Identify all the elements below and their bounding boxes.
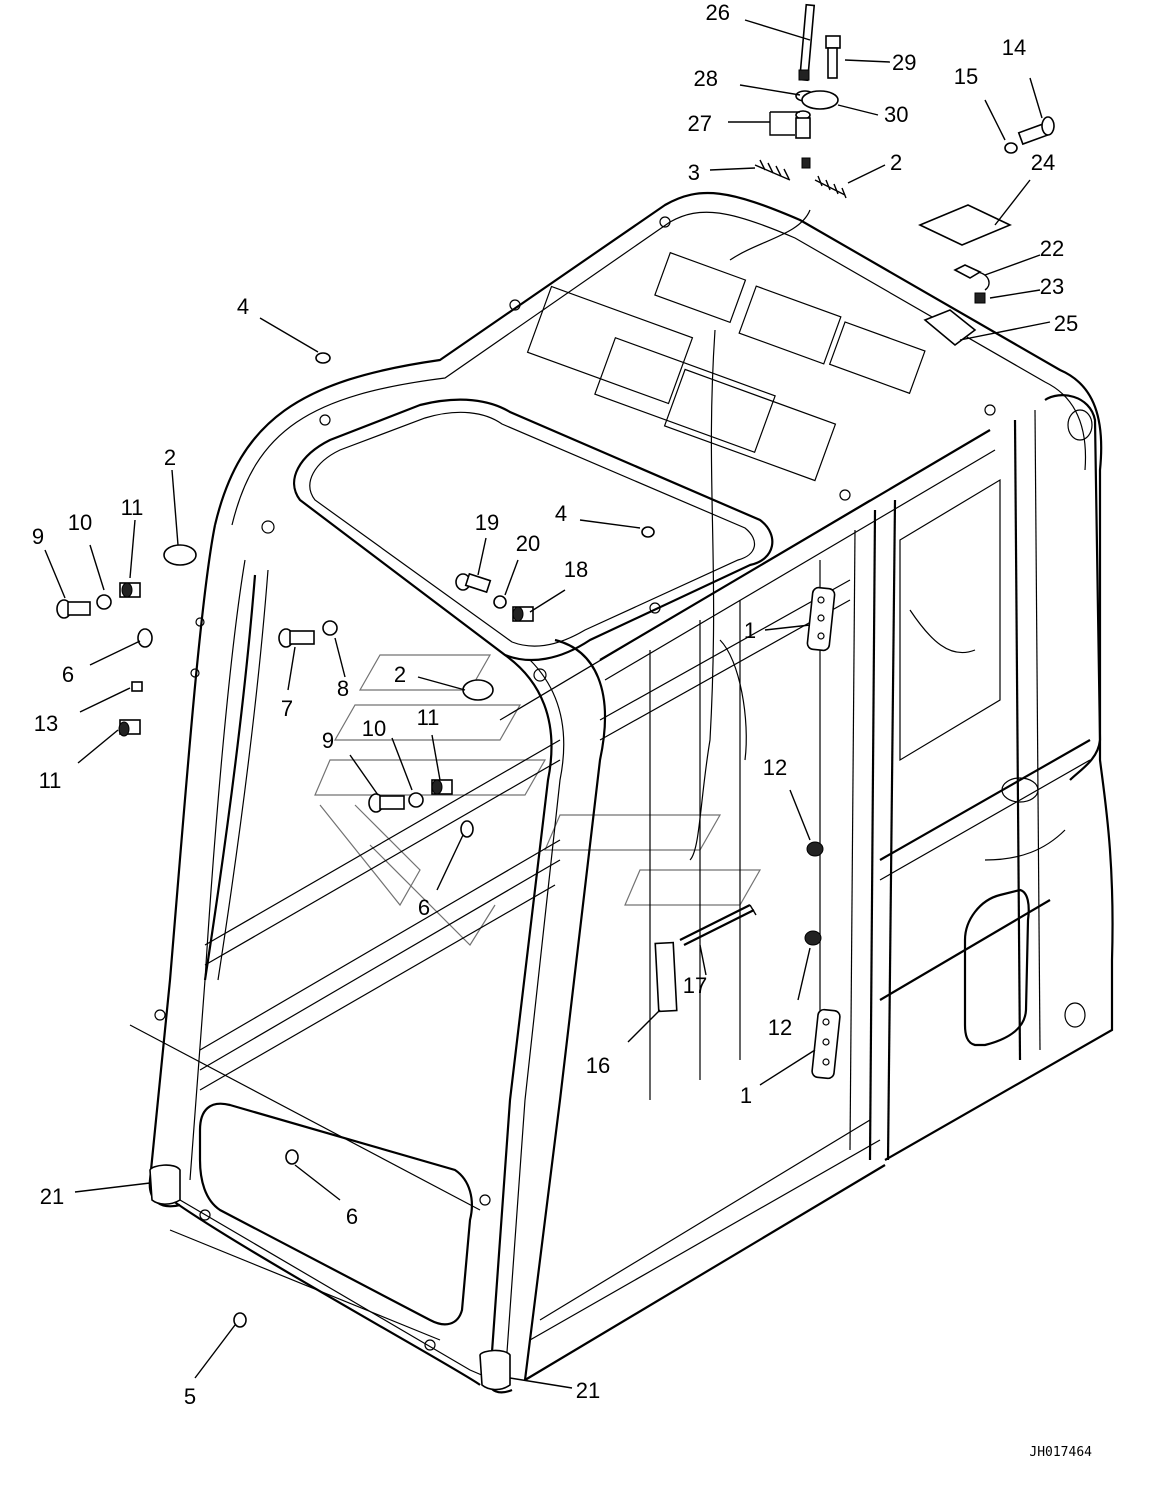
callout-22: 22	[1040, 236, 1064, 261]
callout-11-mid: 11	[417, 705, 440, 730]
callout-29: 29	[892, 50, 916, 75]
part-8-washer	[322, 620, 338, 636]
callout-10-upper: 10	[68, 510, 92, 535]
callout-12-upper: 12	[763, 755, 787, 780]
part-11-nut-c	[431, 779, 453, 795]
callout-labels: 26 29 28 30 27 3 2 14 15 24 22 23 25 4 4…	[32, 0, 1078, 1409]
part-1-hinge-b	[811, 1008, 841, 1080]
part-14-bolt	[1017, 116, 1055, 146]
callout-2-left: 2	[164, 445, 176, 470]
part-16-strip	[654, 941, 678, 1013]
part-5-plug	[233, 1312, 247, 1328]
part-20-washer	[493, 595, 507, 609]
leader-lines	[44, 19, 1051, 1389]
callout-21-right: 21	[576, 1378, 600, 1403]
callout-24: 24	[1031, 150, 1055, 175]
part-4-plug-b	[641, 526, 655, 538]
callout-8: 8	[337, 676, 349, 701]
part-22-connector	[953, 264, 990, 291]
cab-frame-structure	[129, 191, 1114, 1394]
part-10-washer-b	[408, 792, 424, 808]
part-29-bolt	[825, 35, 841, 79]
callout-7: 7	[281, 696, 293, 721]
callout-14: 14	[1002, 35, 1026, 60]
part-11-nut-a	[119, 582, 141, 598]
callout-2-mid: 2	[394, 662, 406, 687]
callout-6-mid: 6	[418, 895, 430, 920]
callout-25: 25	[1054, 311, 1078, 336]
part-18-nut	[512, 606, 534, 622]
part-6-cap-c	[285, 1149, 299, 1165]
callout-20: 20	[516, 531, 540, 556]
part-2-grommet-a	[163, 544, 197, 566]
callout-19: 19	[475, 510, 499, 535]
part-27-fitting	[795, 110, 811, 169]
components	[56, 3, 1055, 1391]
callout-26: 26	[706, 0, 730, 25]
callout-11-lower: 11	[39, 768, 62, 793]
callout-9-mid: 9	[322, 728, 334, 753]
part-6-cap-a	[137, 628, 153, 648]
part-2-spring-top	[814, 175, 847, 199]
drawing-code: JH017464	[1029, 1445, 1092, 1460]
callout-23: 23	[1040, 274, 1064, 299]
part-10-washer-a	[96, 594, 112, 610]
callout-6-upper: 6	[62, 662, 74, 687]
callout-21-left: 21	[40, 1184, 64, 1209]
callout-4-left: 4	[237, 294, 249, 319]
part-24-label	[918, 204, 1012, 246]
callout-13: 13	[34, 711, 58, 736]
part-9-bolt-a	[56, 599, 91, 619]
part-9-bolt-b	[368, 793, 405, 813]
part-6-cap-b	[460, 820, 474, 838]
part-2-grommet-b	[462, 679, 494, 701]
callout-28: 28	[694, 66, 718, 91]
part-25-bracket	[923, 309, 977, 347]
part-11-nut-b	[118, 719, 141, 737]
part-23-nut	[974, 292, 986, 304]
callout-18: 18	[564, 557, 588, 582]
callout-1-upper: 1	[744, 618, 756, 643]
part-3-spring	[754, 159, 791, 181]
part-7-bolt	[278, 628, 315, 648]
part-12-nut-b	[804, 930, 822, 946]
callout-1-lower: 1	[740, 1083, 752, 1108]
callout-16: 16	[586, 1053, 610, 1078]
callout-12-lower: 12	[768, 1015, 792, 1040]
callout-11-upper: 11	[121, 495, 144, 520]
part-15-washer	[1004, 142, 1018, 154]
callout-4-mid: 4	[555, 501, 567, 526]
callout-9-upper: 9	[32, 524, 44, 549]
part-21-cover-a	[149, 1164, 181, 1205]
callout-27: 27	[688, 111, 712, 136]
part-12-nut-a	[806, 841, 824, 857]
callout-30: 30	[884, 102, 908, 127]
part-26-rod	[798, 3, 816, 82]
part-17-rod	[679, 904, 757, 946]
part-1-hinge-a	[806, 586, 836, 652]
callout-2-top: 2	[890, 150, 902, 175]
callout-6-lower: 6	[346, 1204, 358, 1229]
part-4-plug-a	[315, 352, 331, 364]
callout-10-mid: 10	[362, 716, 386, 741]
callout-15: 15	[954, 64, 978, 89]
part-30-plate	[801, 90, 839, 110]
part-21-cover-b	[479, 1349, 511, 1391]
part-13-pin	[131, 681, 143, 692]
callout-3: 3	[688, 160, 700, 185]
part-19-bolt	[455, 572, 492, 594]
callout-17: 17	[683, 973, 707, 998]
callout-5: 5	[184, 1384, 196, 1409]
